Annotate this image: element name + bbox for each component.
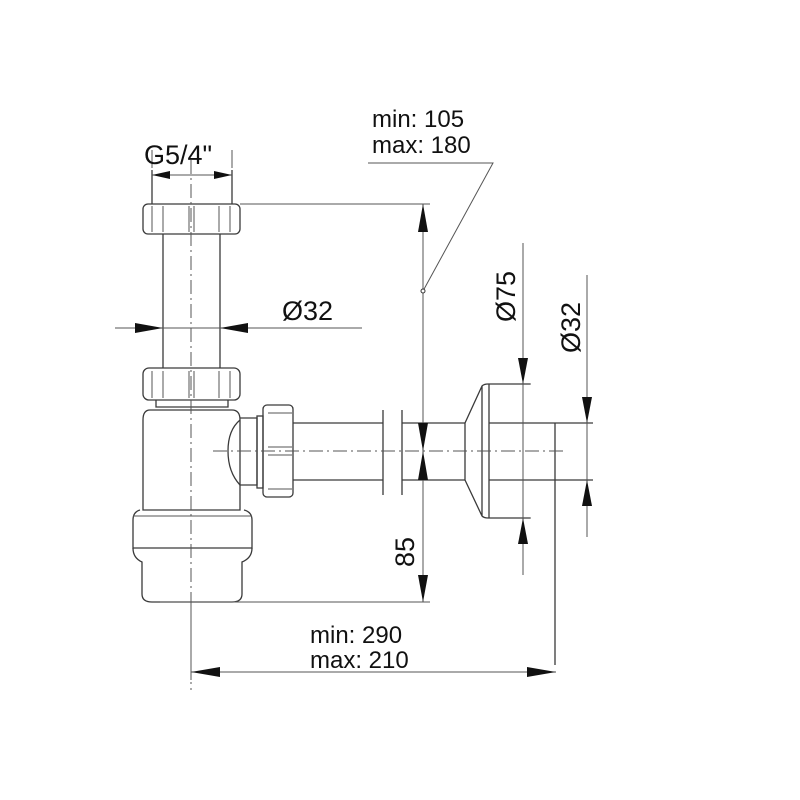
length-max-label: max: 210 [310, 647, 409, 674]
outlet-height-label: 85 [390, 537, 420, 567]
outlet-diameter-label: Ø32 [556, 302, 586, 353]
flange-diameter-label: Ø75 [491, 271, 521, 322]
thread-size-label: G5/4" [144, 140, 212, 170]
length-min-label: min: 290 [310, 622, 402, 649]
height-max-label: max: 180 [372, 132, 471, 159]
inlet-diameter-label: Ø32 [282, 296, 333, 326]
trap-body [132, 160, 593, 690]
height-min-label: min: 105 [372, 106, 464, 133]
dimension-lines [115, 150, 592, 680]
dimension-labels: G5/4" min: 105 max: 180 Ø32 Ø75 Ø32 85 m… [144, 106, 586, 674]
